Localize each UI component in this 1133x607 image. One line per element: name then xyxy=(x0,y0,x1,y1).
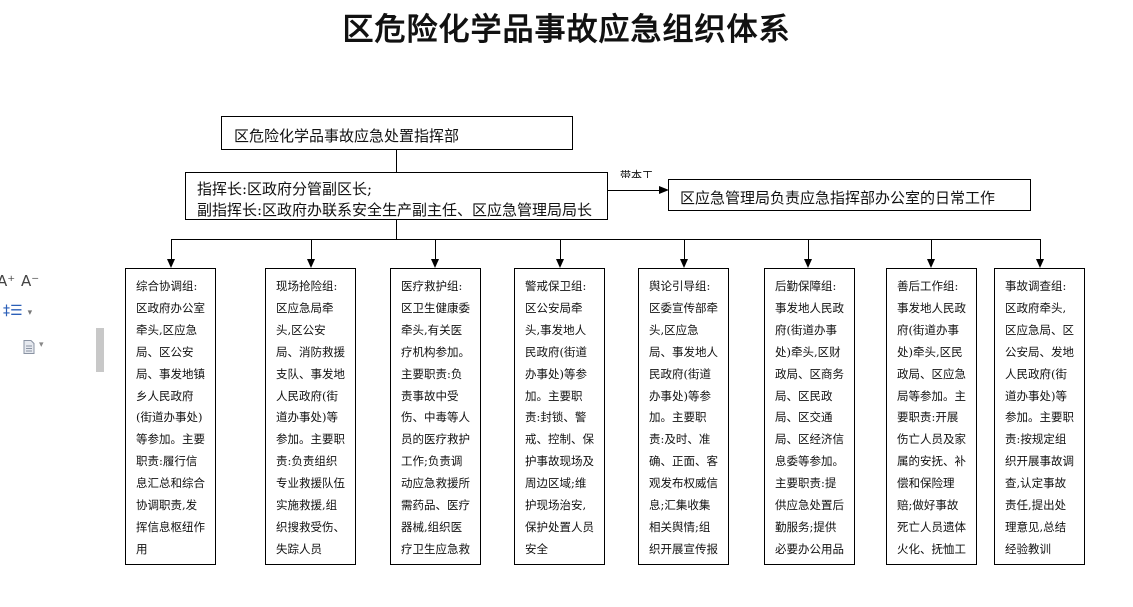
group-box-security: 警戒保卫组:区公安局牵头,事发地人民政府(街道办事处)等参加。主要职责:封锁、警… xyxy=(514,268,605,565)
page-title: 区危险化学品事故应急组织体系 xyxy=(342,12,791,48)
office-box: 区应急管理局负责应急指挥部办公室的日常工作 xyxy=(668,179,1031,211)
connector-line xyxy=(931,240,932,260)
group-box-logistics: 后勤保障组:事发地人民政府(街道办事处)牵头,区财政局、区商务局、区民政局、区交… xyxy=(764,268,855,565)
line-spacing-icon: ‡☰ xyxy=(3,303,23,319)
connector-line xyxy=(608,190,660,191)
connector-label: 带本工 xyxy=(620,169,653,178)
arrow-down-icon xyxy=(556,259,564,268)
arrow-down-icon xyxy=(927,259,935,268)
commander-line: 指挥长:区政府分管副区长; xyxy=(197,180,373,198)
decrease-font-button[interactable]: A⁻ xyxy=(21,272,40,290)
connector-line xyxy=(1040,240,1041,260)
connector-line xyxy=(396,150,397,172)
scroll-handle[interactable] xyxy=(96,328,104,372)
line-spacing-button[interactable]: ‡☰ ▾ xyxy=(3,300,39,320)
arrow-right-icon xyxy=(659,186,669,194)
connector-line xyxy=(435,240,436,260)
arrow-down-icon xyxy=(1036,259,1044,268)
group-box-rescue: 现场抢险组:区应急局牵头,区公安局、消防救援支队、事发地人民政府(街道办事处)等… xyxy=(265,268,356,565)
arrow-down-icon xyxy=(167,259,175,268)
left-floating-toolbar: A⁺ A⁻ ‡☰ ▾ xyxy=(0,268,44,358)
connector-line xyxy=(171,240,172,260)
page-layout-button[interactable]: ▾ xyxy=(23,340,51,356)
arrow-down-icon xyxy=(804,259,812,268)
group-box-publicity: 舆论引导组:区委宣传部牵头,区应急局、事发地人民政府(街道办事处)等参加。主要职… xyxy=(638,268,729,565)
group-box-investigation: 事故调查组:区政府牵头,区应急局、区公安局、发地人民政府(街道办事处)等参加。主… xyxy=(994,268,1085,565)
arrow-down-icon xyxy=(307,259,315,268)
group-box-aftermath: 善后工作组:事发地人民政府(街道办事处)牵头,区民政局、区应急局等参加。主要职责… xyxy=(886,268,977,565)
connector-line xyxy=(396,220,397,240)
chevron-down-icon: ▾ xyxy=(27,308,33,318)
arrow-down-icon xyxy=(680,259,688,268)
chevron-down-icon: ▾ xyxy=(39,340,44,350)
increase-font-button[interactable]: A⁺ xyxy=(0,272,16,290)
connector-line xyxy=(684,240,685,260)
headquarters-box: 区危险化学品事故应急处置指挥部 xyxy=(221,116,573,150)
command-box: 指挥长:区政府分管副区长; 副指挥长:区政府办联系安全生产副主任、区应急管理局局… xyxy=(185,172,608,220)
connector-line xyxy=(311,240,312,260)
page-icon xyxy=(23,340,35,354)
group-box-medical: 医疗救护组:区卫生健康委牵头,有关医疗机构参加。主要职责:负责事故中受伤、中毒等… xyxy=(390,268,481,565)
deputy-commander-line: 副指挥长:区政府办联系安全生产副主任、区应急管理局局长 xyxy=(197,201,593,219)
connector-line xyxy=(560,240,561,260)
group-box-coordination: 综合协调组:区政府办公室牵头,区应急局、区公安局、事发地镇乡人民政府(街道办事处… xyxy=(125,268,216,565)
distribution-bus xyxy=(171,239,1041,240)
connector-line xyxy=(808,240,809,260)
arrow-down-icon xyxy=(431,259,439,268)
